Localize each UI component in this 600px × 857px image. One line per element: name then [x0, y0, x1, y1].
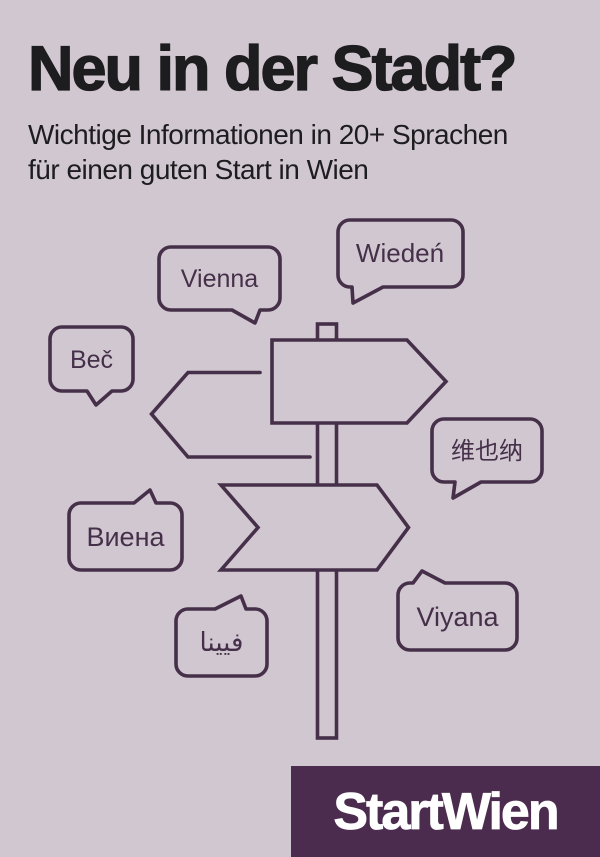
poster-subtitle: Wichtige Informationen in 20+ Sprachen f… — [28, 117, 584, 187]
bubble-label-chinese: 维也纳 — [451, 438, 523, 465]
poster-subtitle-line1: Wichtige Informationen in 20+ Sprachen — [28, 119, 508, 151]
bubble-label-arabic: فيينا — [200, 627, 244, 657]
bubble-label-vienna: Vienna — [181, 265, 258, 293]
bubble-label-turkish: Viyana — [416, 602, 499, 632]
left-sign-arrow — [149, 370, 312, 459]
poster-header: Neu in der Stadt? Wichtige Informationen… — [27, 34, 584, 187]
speech-bubble-outline — [157, 245, 282, 325]
speech-bubble-arabic: فيينا — [174, 594, 269, 678]
speech-bubble-chinese: 维也纳 — [430, 417, 544, 500]
bubble-label-bulgarian: Виена — [86, 522, 165, 552]
speech-bubble-bec: Beč — [48, 325, 135, 407]
speech-bubble-outline — [67, 488, 184, 572]
footer-brand-logo: StartWien — [333, 782, 560, 841]
speech-bubble-wieden: Wiedeń — [336, 218, 465, 305]
bubble-label-bec: Beč — [70, 346, 113, 374]
poster-title: Neu in der Stadt? — [27, 34, 518, 104]
poster-subtitle-line2: für einen guten Start in Wien — [28, 154, 369, 186]
bubble-label-wieden: Wiedeń — [356, 238, 444, 268]
bottom-right-sign-arrow — [217, 483, 411, 572]
speech-bubble-outline — [430, 417, 544, 500]
speech-bubble-turkish: Viyana — [396, 569, 519, 652]
speech-bubble-outline — [336, 218, 465, 305]
speech-bubble-outline — [396, 569, 519, 652]
speech-bubble-outline — [48, 325, 135, 407]
speech-bubble-outline — [174, 594, 269, 678]
top-right-sign-arrow — [270, 338, 449, 425]
footer-band: StartWien — [291, 766, 600, 857]
speech-bubble-vienna: Vienna — [157, 245, 282, 325]
speech-bubble-bulgarian: Виена — [67, 488, 184, 572]
